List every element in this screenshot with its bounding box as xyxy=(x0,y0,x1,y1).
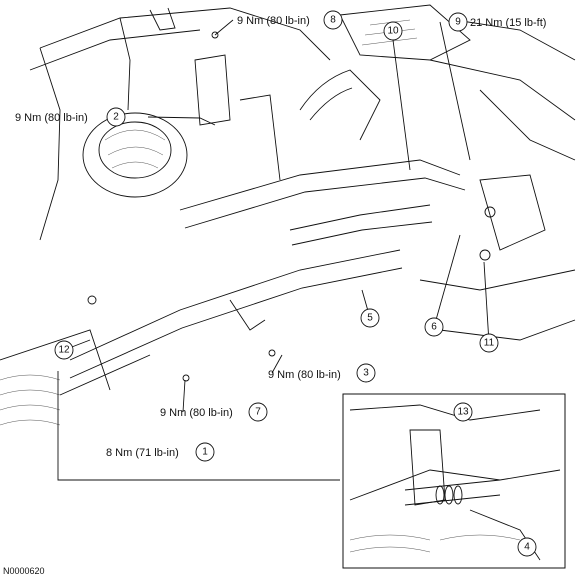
callout-8-torque: 9 Nm (80 lb-in) xyxy=(237,15,310,27)
callout-7-number: 7 xyxy=(255,407,261,418)
callout-5-number: 5 xyxy=(367,313,373,324)
callout-11-number: 11 xyxy=(484,338,495,349)
callout-10-number: 10 xyxy=(387,26,399,37)
callout-7-torque: 9 Nm (80 lb-in) xyxy=(160,407,233,419)
callout-9-torque: 21 Nm (15 lb-ft) xyxy=(470,17,546,29)
callout-2-number: 2 xyxy=(113,112,119,123)
callout-12: 12 xyxy=(54,340,74,360)
figure-id: N0000620 xyxy=(3,566,45,576)
fastener-markers xyxy=(87,31,496,382)
callout-7: 9 Nm (80 lb-in) 7 xyxy=(160,402,268,422)
callout-10: 10 xyxy=(383,21,403,41)
callout-11: 11 xyxy=(479,333,499,353)
callout-8: 9 Nm (80 lb-in) 8 xyxy=(237,10,343,30)
vehicle-body-lineart xyxy=(0,4,576,426)
callout-3: 9 Nm (80 lb-in) 3 xyxy=(268,363,376,383)
callout-6: 6 xyxy=(424,317,444,337)
callout-1: 8 Nm (71 lb-in) 1 xyxy=(106,442,215,462)
callout-3-number: 3 xyxy=(363,368,369,379)
callout-3-torque: 9 Nm (80 lb-in) xyxy=(268,369,341,381)
callout-5: 5 xyxy=(360,308,380,328)
callout-8-number: 8 xyxy=(330,15,336,26)
callout-6-number: 6 xyxy=(431,322,437,333)
callout-2: 9 Nm (80 lb-in) 2 xyxy=(15,107,126,127)
callout-1-number: 1 xyxy=(202,447,208,458)
callout-9-number: 9 xyxy=(455,17,461,28)
callout-12-number: 12 xyxy=(58,345,70,356)
callout-4-number: 4 xyxy=(524,542,530,553)
callout-13: 13 xyxy=(453,402,473,422)
callout-2-torque: 9 Nm (80 lb-in) xyxy=(15,112,88,124)
callout-1-torque: 8 Nm (71 lb-in) xyxy=(106,447,179,459)
callout-9: 9 21 Nm (15 lb-ft) xyxy=(448,12,546,32)
callout-4: 4 xyxy=(517,537,537,557)
callout-13-number: 13 xyxy=(457,407,469,418)
